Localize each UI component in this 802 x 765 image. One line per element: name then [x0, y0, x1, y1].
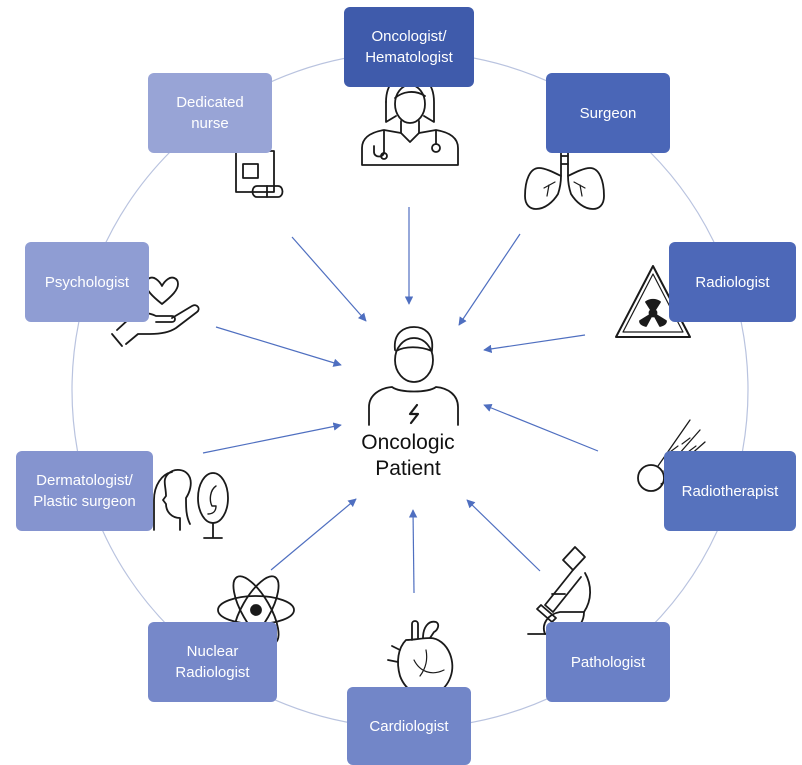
- arrow-pathologist: [466, 499, 541, 572]
- box-surgeon: Surgeon: [546, 73, 670, 153]
- heart-organ-icon: [387, 620, 454, 697]
- box-psychologist: Psychologist: [25, 242, 149, 322]
- box-oncologist: Oncologist/ Hematologist: [344, 7, 474, 87]
- box-radiotherapist: Radiotherapist: [664, 451, 796, 531]
- face-mirror-icon: [153, 469, 229, 539]
- arrow-nuclear-radiologist: [270, 498, 357, 571]
- arrow-radiotherapist: [483, 403, 599, 452]
- box-dermatologist: Dermatologist/ Plastic surgeon: [16, 451, 153, 531]
- box-cardiologist: Cardiologist: [347, 687, 471, 765]
- arrow-cardiologist: [408, 509, 418, 594]
- lungs-icon: [524, 143, 605, 210]
- patient-label: Oncologic Patient: [361, 431, 455, 480]
- microscope-icon: [527, 546, 601, 635]
- arrow-surgeon: [458, 233, 521, 326]
- arrows: [202, 207, 599, 594]
- box-radiologist: Radiologist: [669, 242, 796, 322]
- arrow-radiologist: [483, 334, 586, 354]
- box-pathologist: Pathologist: [546, 622, 670, 702]
- doctor-icon: [361, 73, 459, 166]
- box-nurse: Dedicated nurse: [148, 73, 272, 153]
- arrow-psychologist: [215, 326, 342, 367]
- box-nuclear-radiologist: Nuclear Radiologist: [148, 622, 277, 702]
- patient-icon: [368, 326, 459, 426]
- arrow-dermatologist: [202, 422, 342, 454]
- arrow-nurse: [291, 236, 367, 322]
